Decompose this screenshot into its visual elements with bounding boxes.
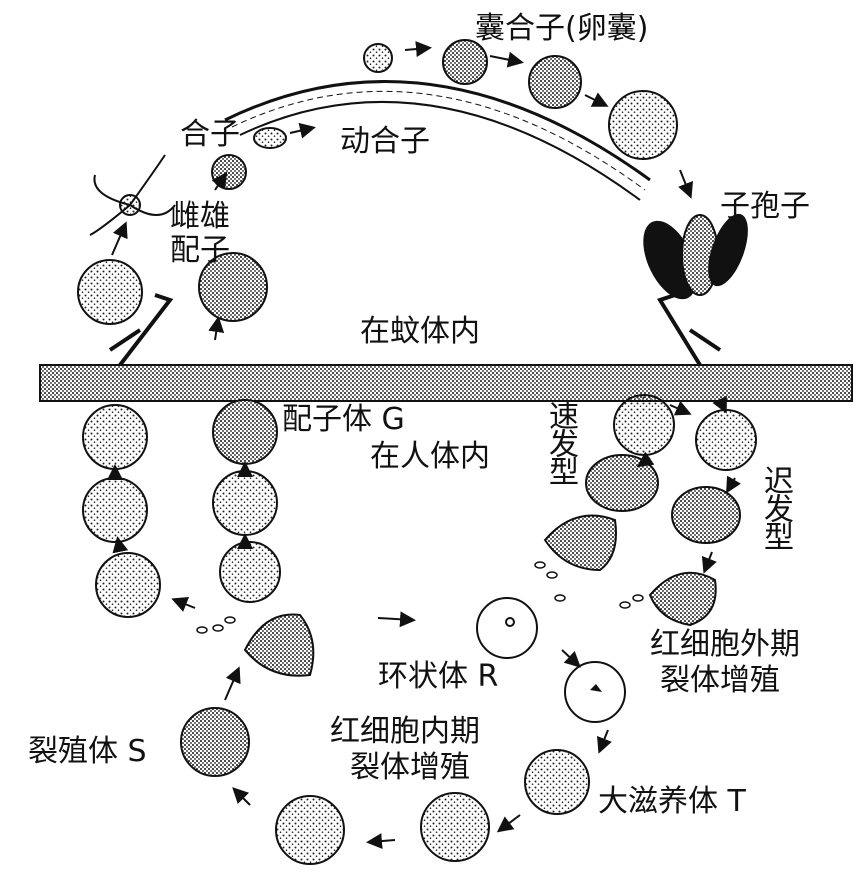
cell-schizont-3 — [180, 707, 250, 777]
cell-gametocyte-a — [77, 259, 143, 325]
cell-trophozoite — [524, 749, 590, 815]
label-tachy: 速发型 — [543, 400, 578, 484]
label-ery-line2: 裂体增殖 — [350, 750, 470, 785]
label-in-human: 在人体内 — [370, 439, 490, 474]
cell-gametocyte-g-3 — [219, 541, 281, 603]
label-ring: 环状体 R — [378, 659, 499, 694]
cycle-arrows — [107, 41, 741, 850]
label-ery-line1: 红细胞内期 — [330, 714, 480, 749]
stomach-wall-arc — [224, 80, 651, 182]
proboscis-right — [656, 293, 722, 367]
cell-oocyst-4 — [608, 90, 678, 160]
label-schizont: 裂殖体 S — [28, 734, 147, 769]
cell-tachy — [585, 454, 659, 512]
cell-oocyst-3 — [528, 55, 582, 109]
label-exo-line2: 裂体增殖 — [660, 663, 780, 698]
cell-left-3 — [95, 552, 161, 618]
cell-left-1 — [82, 404, 148, 470]
cell-ring — [476, 597, 538, 659]
label-exo-line1: 红细胞外期 — [650, 627, 800, 662]
label-sporozoite: 子孢子 — [720, 189, 810, 224]
skin-band — [39, 364, 853, 402]
cell-ring-2 — [564, 661, 626, 723]
label-ookinete: 动合子 — [340, 124, 430, 159]
cell-left-2 — [82, 477, 148, 543]
label-zygote: 合子 — [180, 117, 240, 152]
cell-schizont-1 — [420, 792, 490, 862]
cell-schizont-2 — [275, 795, 345, 865]
cell-gametocyte-g-2 — [212, 470, 278, 536]
label-oocyst: 囊合子(卵囊) — [475, 11, 649, 46]
cell-oocyst-1 — [363, 43, 393, 73]
merozoites — [196, 561, 644, 634]
cell-tachy-rupture — [543, 514, 617, 572]
label-trophozoite: 大滋养体 T — [598, 784, 746, 819]
cell-oocyst-2 — [442, 39, 488, 85]
cell-right-1 — [613, 394, 675, 456]
label-gametes: 雌雄配子 — [170, 199, 230, 268]
label-brady: 迟发型 — [758, 465, 793, 549]
cell-gametocyte-b — [198, 252, 268, 322]
cell-ruptured-left — [243, 613, 315, 677]
salivary-gland-3 — [708, 213, 748, 287]
cell-gametocyte-g-1 — [212, 399, 278, 465]
proboscis-left — [108, 293, 174, 367]
cell-brady-rupture — [648, 571, 717, 627]
label-in-mosquito: 在蚊体内 — [360, 314, 480, 349]
cell-brady — [671, 486, 741, 544]
label-gametocyte: 配子体 G — [282, 402, 405, 437]
cell-ookinete — [253, 127, 287, 149]
cell-zygote — [211, 154, 247, 190]
cell-right-2 — [695, 409, 757, 471]
